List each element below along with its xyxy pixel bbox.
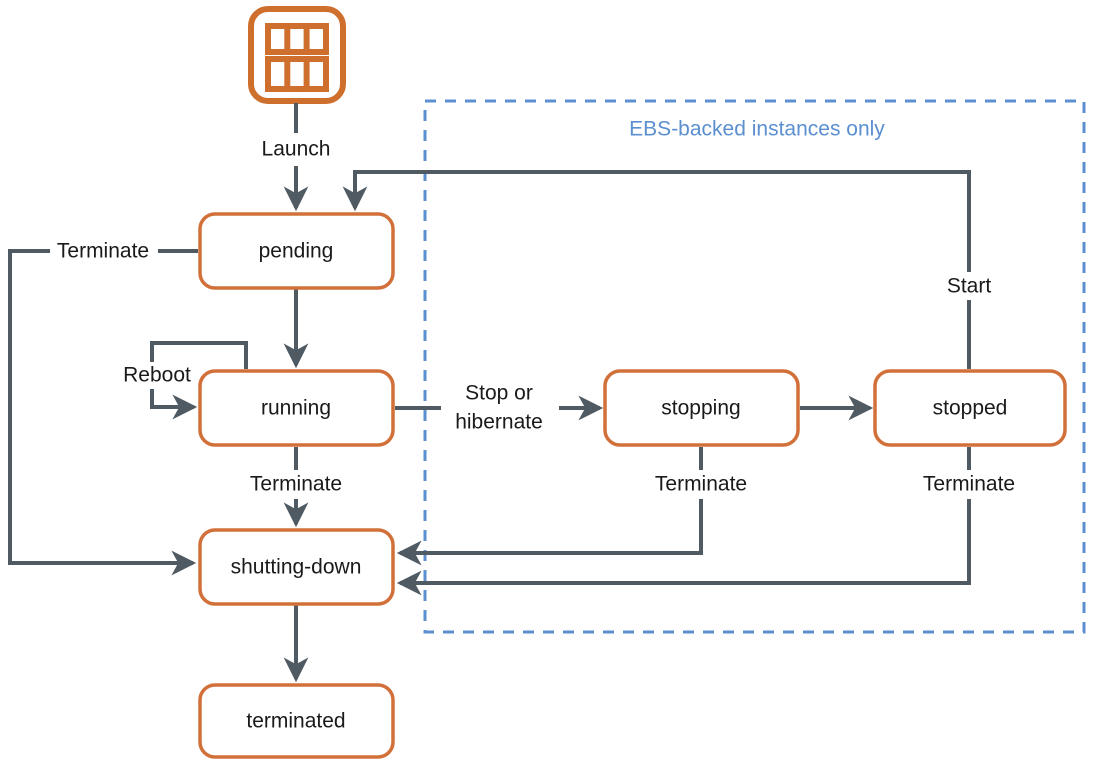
state-label-stopping: stopping [661,397,740,420]
ec2-instance-icon [248,6,346,104]
state-label-terminated: terminated [246,710,345,733]
transition-label-stop-or-hibernate-line1: Stop or [465,382,533,405]
ebs-backed-group-label: EBS-backed instances only [629,118,885,141]
ebs-backed-group-border [423,99,1086,634]
connector-terminate-stopping-lower [396,499,703,566]
state-node-running[interactable]: running [198,369,395,447]
state-node-shutting-down[interactable]: shutting-down [198,528,395,606]
transition-label-terminate-running: Terminate [250,473,342,496]
transition-label-stop-or-hibernate-line2: hibernate [455,411,543,434]
transition-label-terminate-stopping: Terminate [655,473,747,496]
transition-label-terminate-pending: Terminate [57,240,149,263]
state-label-shutting-down: shutting-down [231,556,362,579]
state-node-stopped[interactable]: stopped [873,369,1067,447]
state-box-stopping[interactable] [603,369,800,447]
state-node-pending[interactable]: pending [198,212,395,290]
state-label-running: running [261,397,331,420]
transition-label-terminate-stopped: Terminate [923,473,1015,496]
state-label-pending: pending [259,240,334,263]
state-label-stopped: stopped [933,397,1008,420]
connector-reboot-top [150,341,248,369]
state-box-pending[interactable] [198,212,395,290]
state-node-stopping[interactable]: stopping [603,369,800,447]
state-node-terminated[interactable]: terminated [198,683,395,759]
state-box-stopped[interactable] [873,369,1067,447]
connector-reboot-return [150,389,198,420]
state-box-terminated[interactable] [198,683,395,759]
state-box-running[interactable] [198,369,395,447]
transition-label-launch: Launch [262,138,331,161]
state-box-shutting-down[interactable] [198,528,395,606]
connector-terminate-stopped-lower [396,499,971,596]
connector-start-upper [342,170,971,272]
connector-terminate-pending-path [8,249,197,576]
transition-label-reboot: Reboot [123,364,191,387]
transition-label-start: Start [947,275,992,298]
